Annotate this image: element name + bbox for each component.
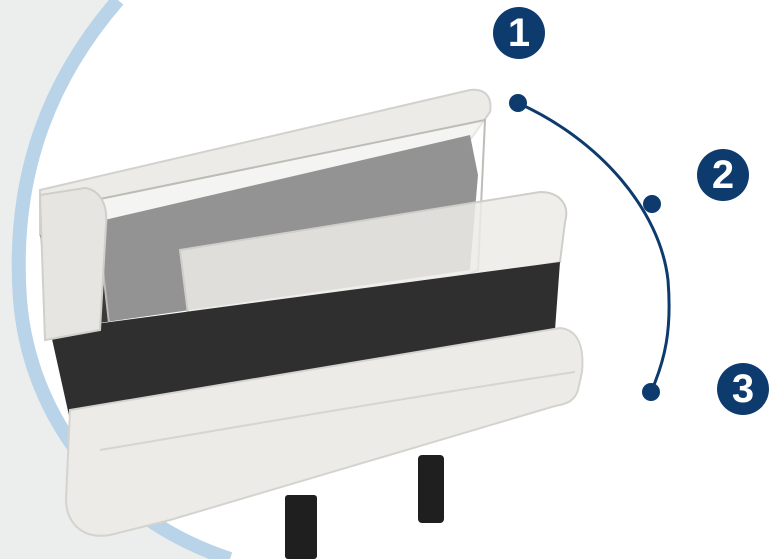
arc-marker-3 xyxy=(642,383,660,401)
sofa-leg-back xyxy=(418,455,444,523)
step-2-badge: 2 xyxy=(697,149,749,201)
step-1-badge: 1 xyxy=(493,7,545,59)
sofa-leg-front xyxy=(285,495,317,559)
arc-marker-2 xyxy=(643,195,661,213)
left-armrest xyxy=(40,188,106,340)
arc-marker-1 xyxy=(509,94,527,112)
step-3-badge: 3 xyxy=(717,363,769,415)
